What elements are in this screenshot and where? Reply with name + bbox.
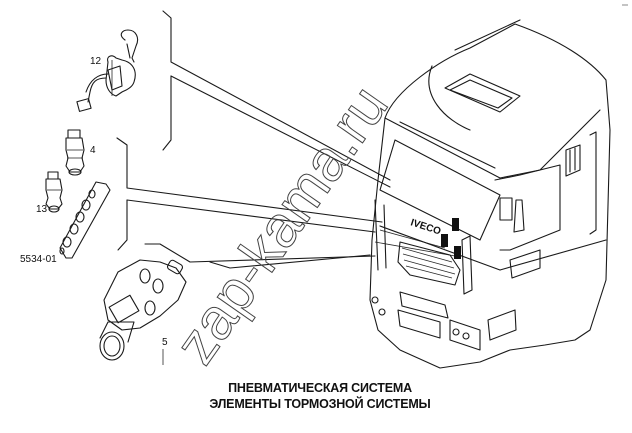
caption-line-1: ПНЕВМАТИЧЕСКАЯ СИСТЕМА <box>228 381 412 395</box>
component-13-pressure-sensor <box>45 171 63 213</box>
leader-lines <box>116 10 456 269</box>
marker-13 <box>454 246 461 259</box>
component-12-hand-brake-valve <box>76 29 139 112</box>
callout-5: 5 <box>162 337 168 348</box>
figure-code: 5534-01 <box>20 254 57 265</box>
marker-12 <box>452 218 459 231</box>
callout-13: 13 <box>36 204 48 215</box>
manifold-block <box>59 181 111 259</box>
component-4-pressure-switch <box>65 129 85 176</box>
truck-badge: IVECO <box>409 217 442 237</box>
marker-4 <box>441 234 448 247</box>
truck-cab <box>369 19 611 369</box>
watermark: zap-kama.ru <box>162 74 400 375</box>
component-5-brake-control-valve <box>99 259 187 361</box>
callout-4: 4 <box>90 145 96 156</box>
callout-12: 12 <box>90 56 102 67</box>
location-markers <box>441 218 461 259</box>
caption-line-2: ЭЛЕМЕНТЫ ТОРМОЗНОЙ СИСТЕМЫ <box>209 397 431 411</box>
